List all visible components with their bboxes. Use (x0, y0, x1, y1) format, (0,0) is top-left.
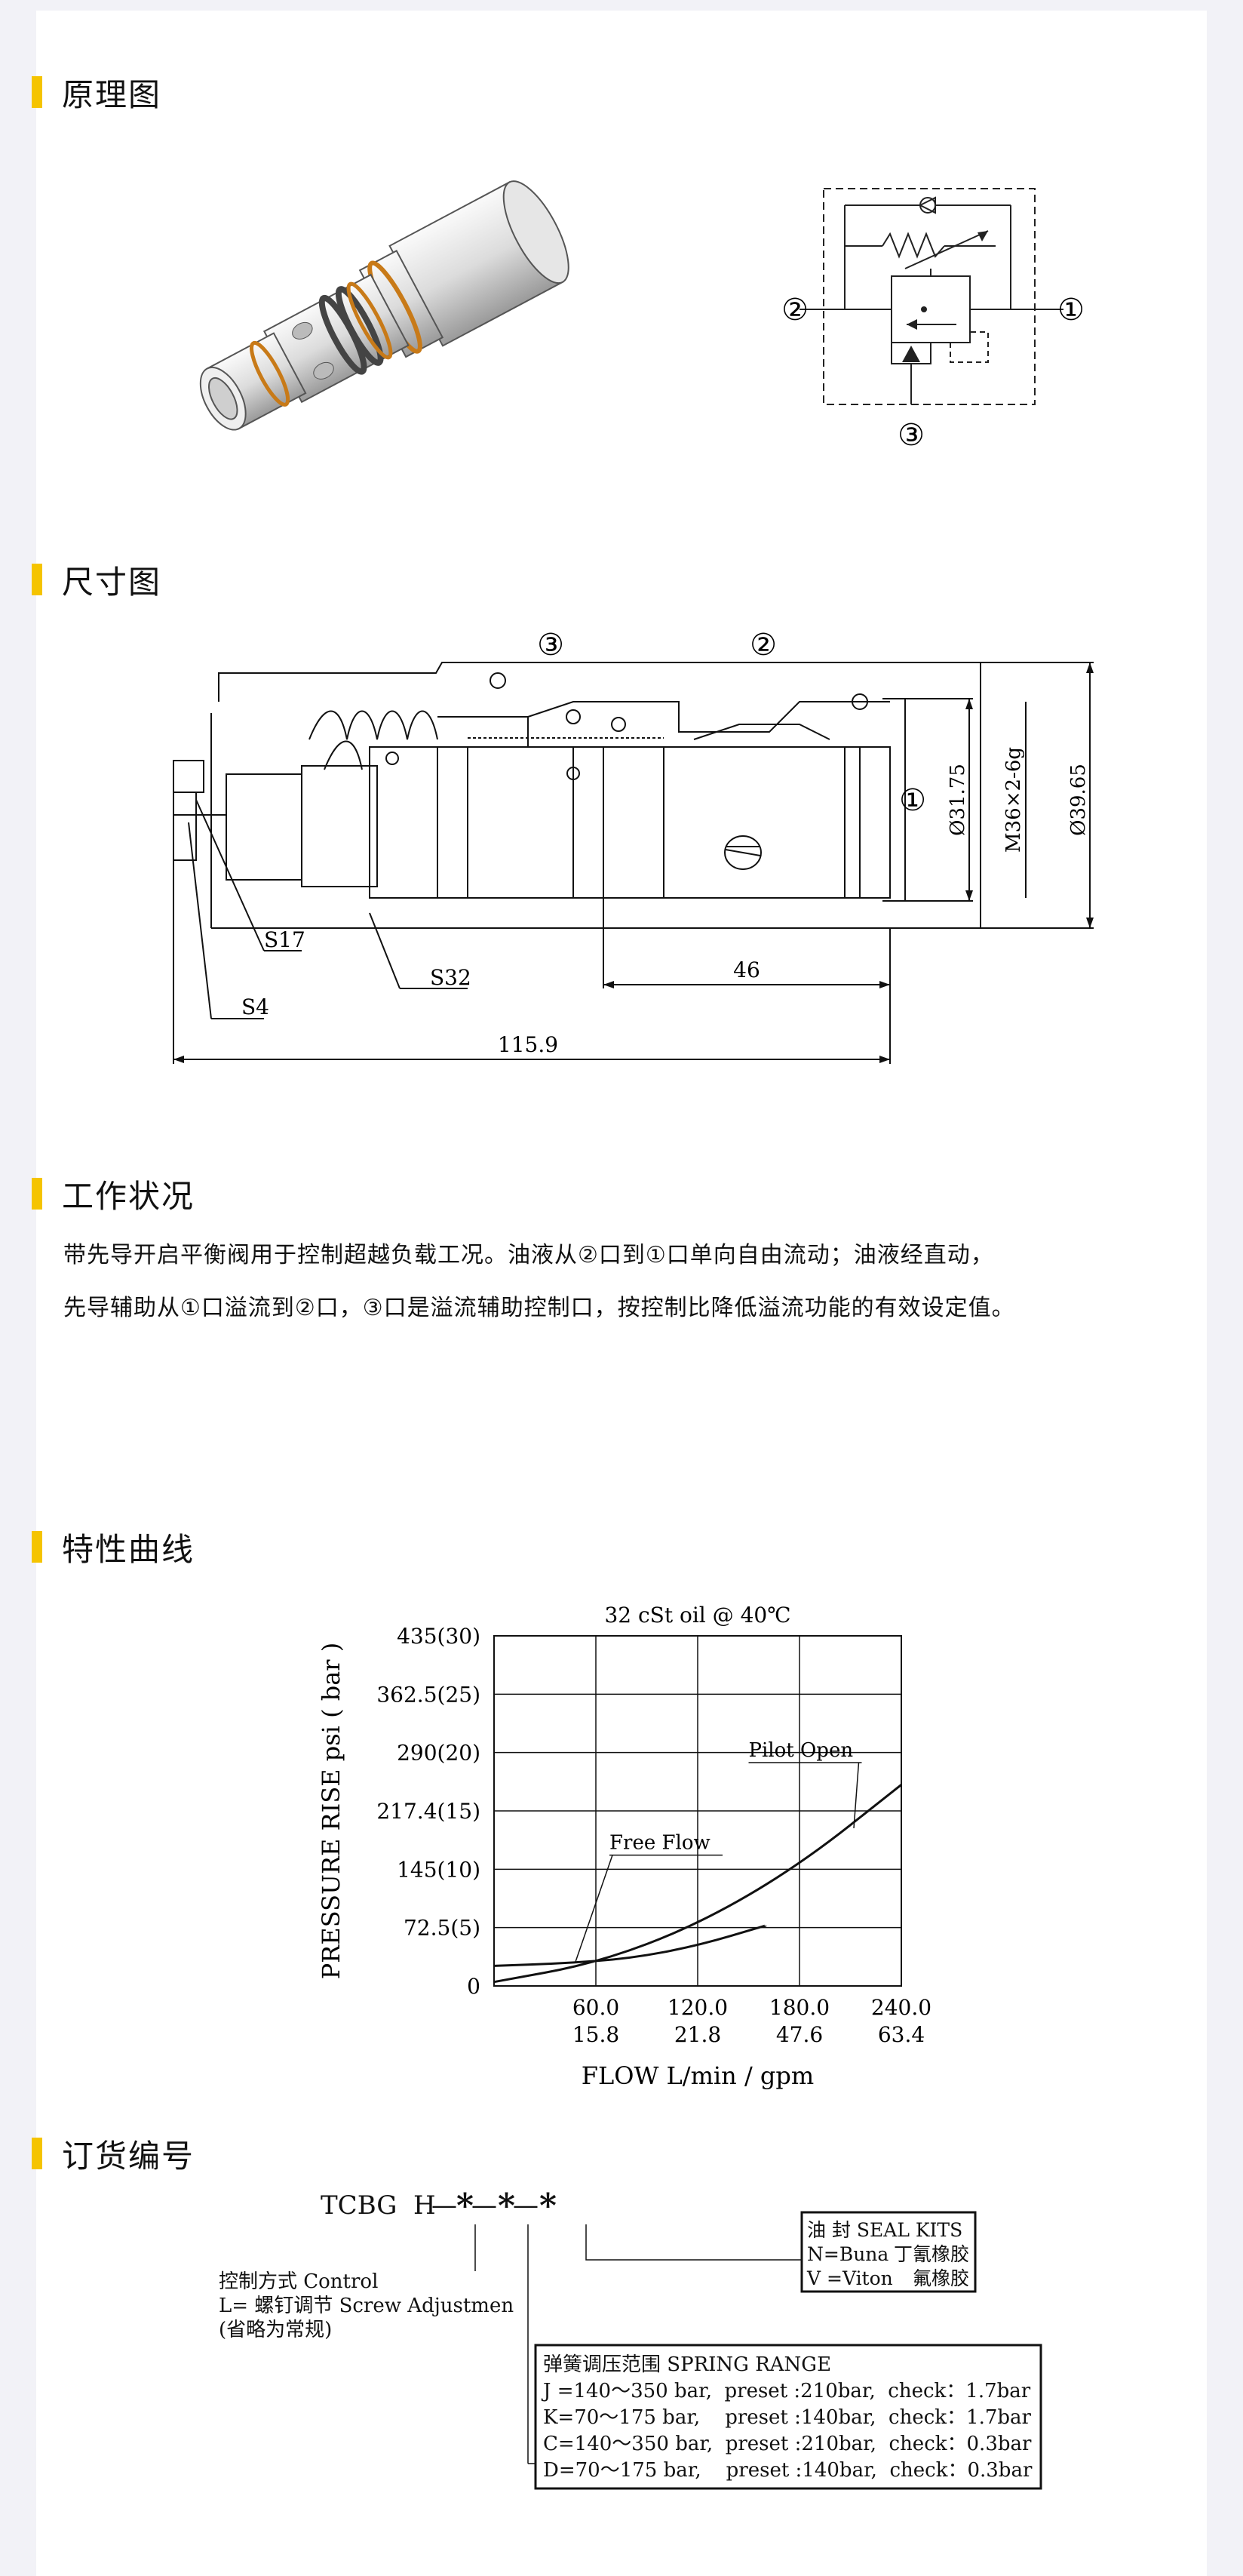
section-header-ordering: 订货编号 (32, 2131, 195, 2176)
seal-title: 油 封 SEAL KITS (807, 2219, 962, 2241)
y-tick-label: 362.5(25) (376, 1682, 480, 1707)
dim-thread: M36×2-6g (1002, 747, 1025, 853)
seal-n-desc: 丁氰橡胶 (894, 2243, 969, 2265)
ordering-code-diagram: TCBG H — * — * — * 控制方式 Control L= 螺钉调节 … (219, 2187, 1042, 2490)
section-marker (32, 564, 42, 595)
code-sep-1: — (431, 2190, 457, 2221)
annotation-leader (853, 1762, 860, 1828)
chart-title: 32 cSt oil @ 40℃ (604, 1603, 790, 1628)
y-tick-label: 145(10) (397, 1857, 480, 1882)
working-text-line2: 先导辅助从①口溢流到②口，③口是溢流辅助控制口，按控制比降低溢流功能的有效设定值… (63, 1295, 1015, 1321)
working-text-line1: 带先导开启平衡阀用于控制超越负载工况。油液从②口到①口单向自由流动；油液经直动， (63, 1242, 994, 1268)
series-line-pilot-open (493, 1784, 902, 1984)
dim-port1-label: ① (899, 783, 926, 818)
section-title: 工作状况 (62, 1177, 195, 1215)
spring-row-k: K=70～175 bar, preset :140bar, check：1.7b… (543, 2406, 1032, 2429)
control-line1: 控制方式 Control (219, 2270, 378, 2293)
seal-v-code: V =Viton (806, 2267, 893, 2289)
section-header-principle: 原理图 (32, 69, 161, 115)
page (36, 11, 1207, 2576)
section-header-curve: 特性曲线 (32, 1524, 195, 1569)
x-tick-label: 120.0 (668, 1995, 728, 2020)
series-label-free-flow: Free Flow (609, 1832, 711, 1855)
y-axis-label: PRESSURE RISE psi ( bar ) (317, 1643, 345, 1980)
dim-d2: Ø39.65 (1067, 764, 1090, 836)
dim-46: 46 (733, 958, 760, 982)
spring-row-j: J =140～350 bar, preset :210bar, check：1.… (541, 2380, 1031, 2402)
dim-port3-label: ③ (537, 628, 564, 662)
spring-row-c: C=140～350 bar, preset :210bar, check：0.3… (543, 2433, 1032, 2455)
code-star-control: * (456, 2187, 474, 2225)
section-marker (32, 2138, 42, 2169)
dim-s32: S32 (430, 965, 471, 990)
section-marker (32, 76, 42, 108)
series-line-free-flow (493, 1924, 766, 1967)
section-marker (32, 1531, 42, 1563)
dim-s17: S17 (264, 927, 305, 952)
control-line3: (省略为常规) (219, 2319, 332, 2341)
code-star-spring: * (498, 2187, 515, 2225)
x-tick-label: 240.0 (871, 1995, 931, 2020)
x-tick-label-secondary: 63.4 (878, 2022, 925, 2047)
port2-label: ② (781, 293, 809, 327)
x-tick-label: 180.0 (769, 1995, 830, 2020)
section-title: 特性曲线 (62, 1530, 195, 1568)
y-tick-label: 217.4(15) (376, 1799, 480, 1824)
dim-total-length: 115.9 (498, 1032, 558, 1057)
spring-row-d: D=70～175 bar, preset :140bar, check：0.3b… (543, 2459, 1033, 2482)
characteristic-chart: 435(30) 362.5(25) 290(20) 217.4(15) 145(10) 7… (317, 1603, 931, 2090)
code-prefix: TCBG (321, 2190, 397, 2221)
dimension-drawing: ③ ② ① S17 S32 S4 46 115.9 Ø31.75 M36×2-6… (173, 628, 1094, 1064)
y-tick-label: 435(30) (397, 1624, 480, 1649)
section-title: 尺寸图 (62, 563, 162, 601)
code-h: H (413, 2190, 436, 2221)
x-tick-label-secondary: 15.8 (572, 2022, 619, 2047)
port1-label: ① (1057, 293, 1085, 327)
seal-n-code: N=Buna (807, 2243, 889, 2265)
dim-s4: S4 (241, 994, 269, 1019)
series-label-pilot-open: Pilot Open (749, 1739, 854, 1762)
y-tick-label: 72.5(5) (404, 1916, 480, 1941)
section-header-working: 工作状况 (32, 1171, 195, 1216)
port3-label: ③ (898, 418, 925, 453)
seal-v-desc: 氟橡胶 (913, 2267, 969, 2289)
y-tick-label: 290(20) (397, 1741, 480, 1766)
x-tick-label: 60.0 (572, 1995, 619, 2020)
section-title: 原理图 (62, 75, 162, 113)
dim-port2-label: ② (750, 628, 777, 662)
code-sep-2: — (471, 2190, 497, 2221)
hydraulic-symbol: ② ① ③ (781, 188, 1085, 453)
control-line2: L= 螺钉调节 Screw Adjustmen (219, 2295, 514, 2317)
annotation-leader (575, 1855, 613, 1963)
section-title: 订货编号 (62, 2137, 195, 2175)
y-tick-label: 0 (467, 1974, 480, 1999)
code-star-seal: * (539, 2187, 557, 2225)
x-tick-label-secondary: 47.6 (776, 2022, 823, 2047)
dim-d1: Ø31.75 (947, 764, 969, 836)
section-header-dimension: 尺寸图 (32, 557, 161, 602)
section-marker (32, 1178, 42, 1210)
code-sep-3: — (513, 2190, 539, 2221)
x-tick-label-secondary: 21.8 (674, 2022, 721, 2047)
spring-title: 弹簧调压范围 SPRING RANGE (543, 2353, 831, 2376)
x-axis-label: FLOW L/min / gpm (582, 2061, 814, 2090)
cartridge-illustration (199, 180, 569, 431)
